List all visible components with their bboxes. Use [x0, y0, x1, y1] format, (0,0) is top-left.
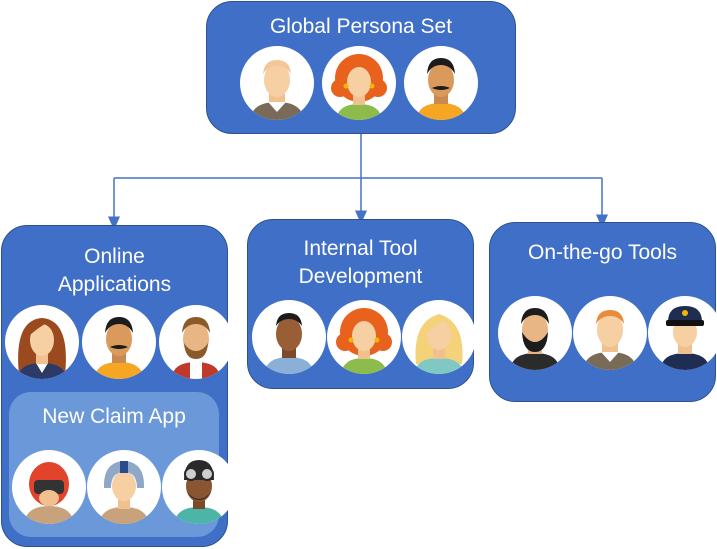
aviator-goggles-icon — [162, 450, 236, 524]
woman-long-brown-hair-icon — [5, 305, 79, 379]
man-dark-skin-blue-shirt-icon — [252, 300, 326, 374]
online-avatar-row — [5, 305, 233, 379]
new-claim-avatar-row — [12, 450, 236, 524]
man-white-shirt-icon — [573, 296, 647, 370]
on-the-go-tools-title: On-the-go Tools — [527, 241, 678, 264]
global-persona-box: Global Persona Set — [206, 1, 516, 134]
new-claim-app-box: New Claim App — [9, 392, 236, 537]
global-avatar-row — [240, 46, 478, 120]
on-the-go-tools-box: On-the-go Tools — [489, 222, 717, 402]
man-black-beard-icon — [498, 296, 572, 370]
online-applications-title-line2: Applications — [57, 273, 172, 296]
woman-blonde-icon — [402, 300, 476, 374]
motorcyclist-red-helmet-icon — [12, 450, 86, 524]
internal-tool-title-line1: Internal Tool — [303, 237, 418, 260]
internal-tool-development-box: Internal Tool Development — [247, 219, 476, 389]
internal-avatar-row — [252, 300, 476, 374]
new-claim-app-title: New Claim App — [42, 405, 186, 428]
global-persona-title: Global Persona Set — [269, 15, 453, 38]
police-officer-icon — [648, 296, 717, 370]
online-applications-box: Online Applications — [1, 225, 236, 547]
man-mustache-yellow-shirt-icon — [404, 46, 478, 120]
onthego-avatar-row — [498, 296, 717, 370]
internal-tool-title-line2: Development — [298, 265, 423, 288]
man-mustache-yellow-shirt-icon — [82, 305, 156, 379]
man-white-shirt-icon — [240, 46, 314, 120]
woman-orange-curly-hair-icon — [322, 46, 396, 120]
online-applications-title-line1: Online — [84, 245, 145, 268]
woman-orange-curly-hair-icon — [327, 300, 401, 374]
rider-blue-helmet-icon — [87, 450, 161, 524]
man-beard-red-shirt-icon — [159, 305, 233, 379]
